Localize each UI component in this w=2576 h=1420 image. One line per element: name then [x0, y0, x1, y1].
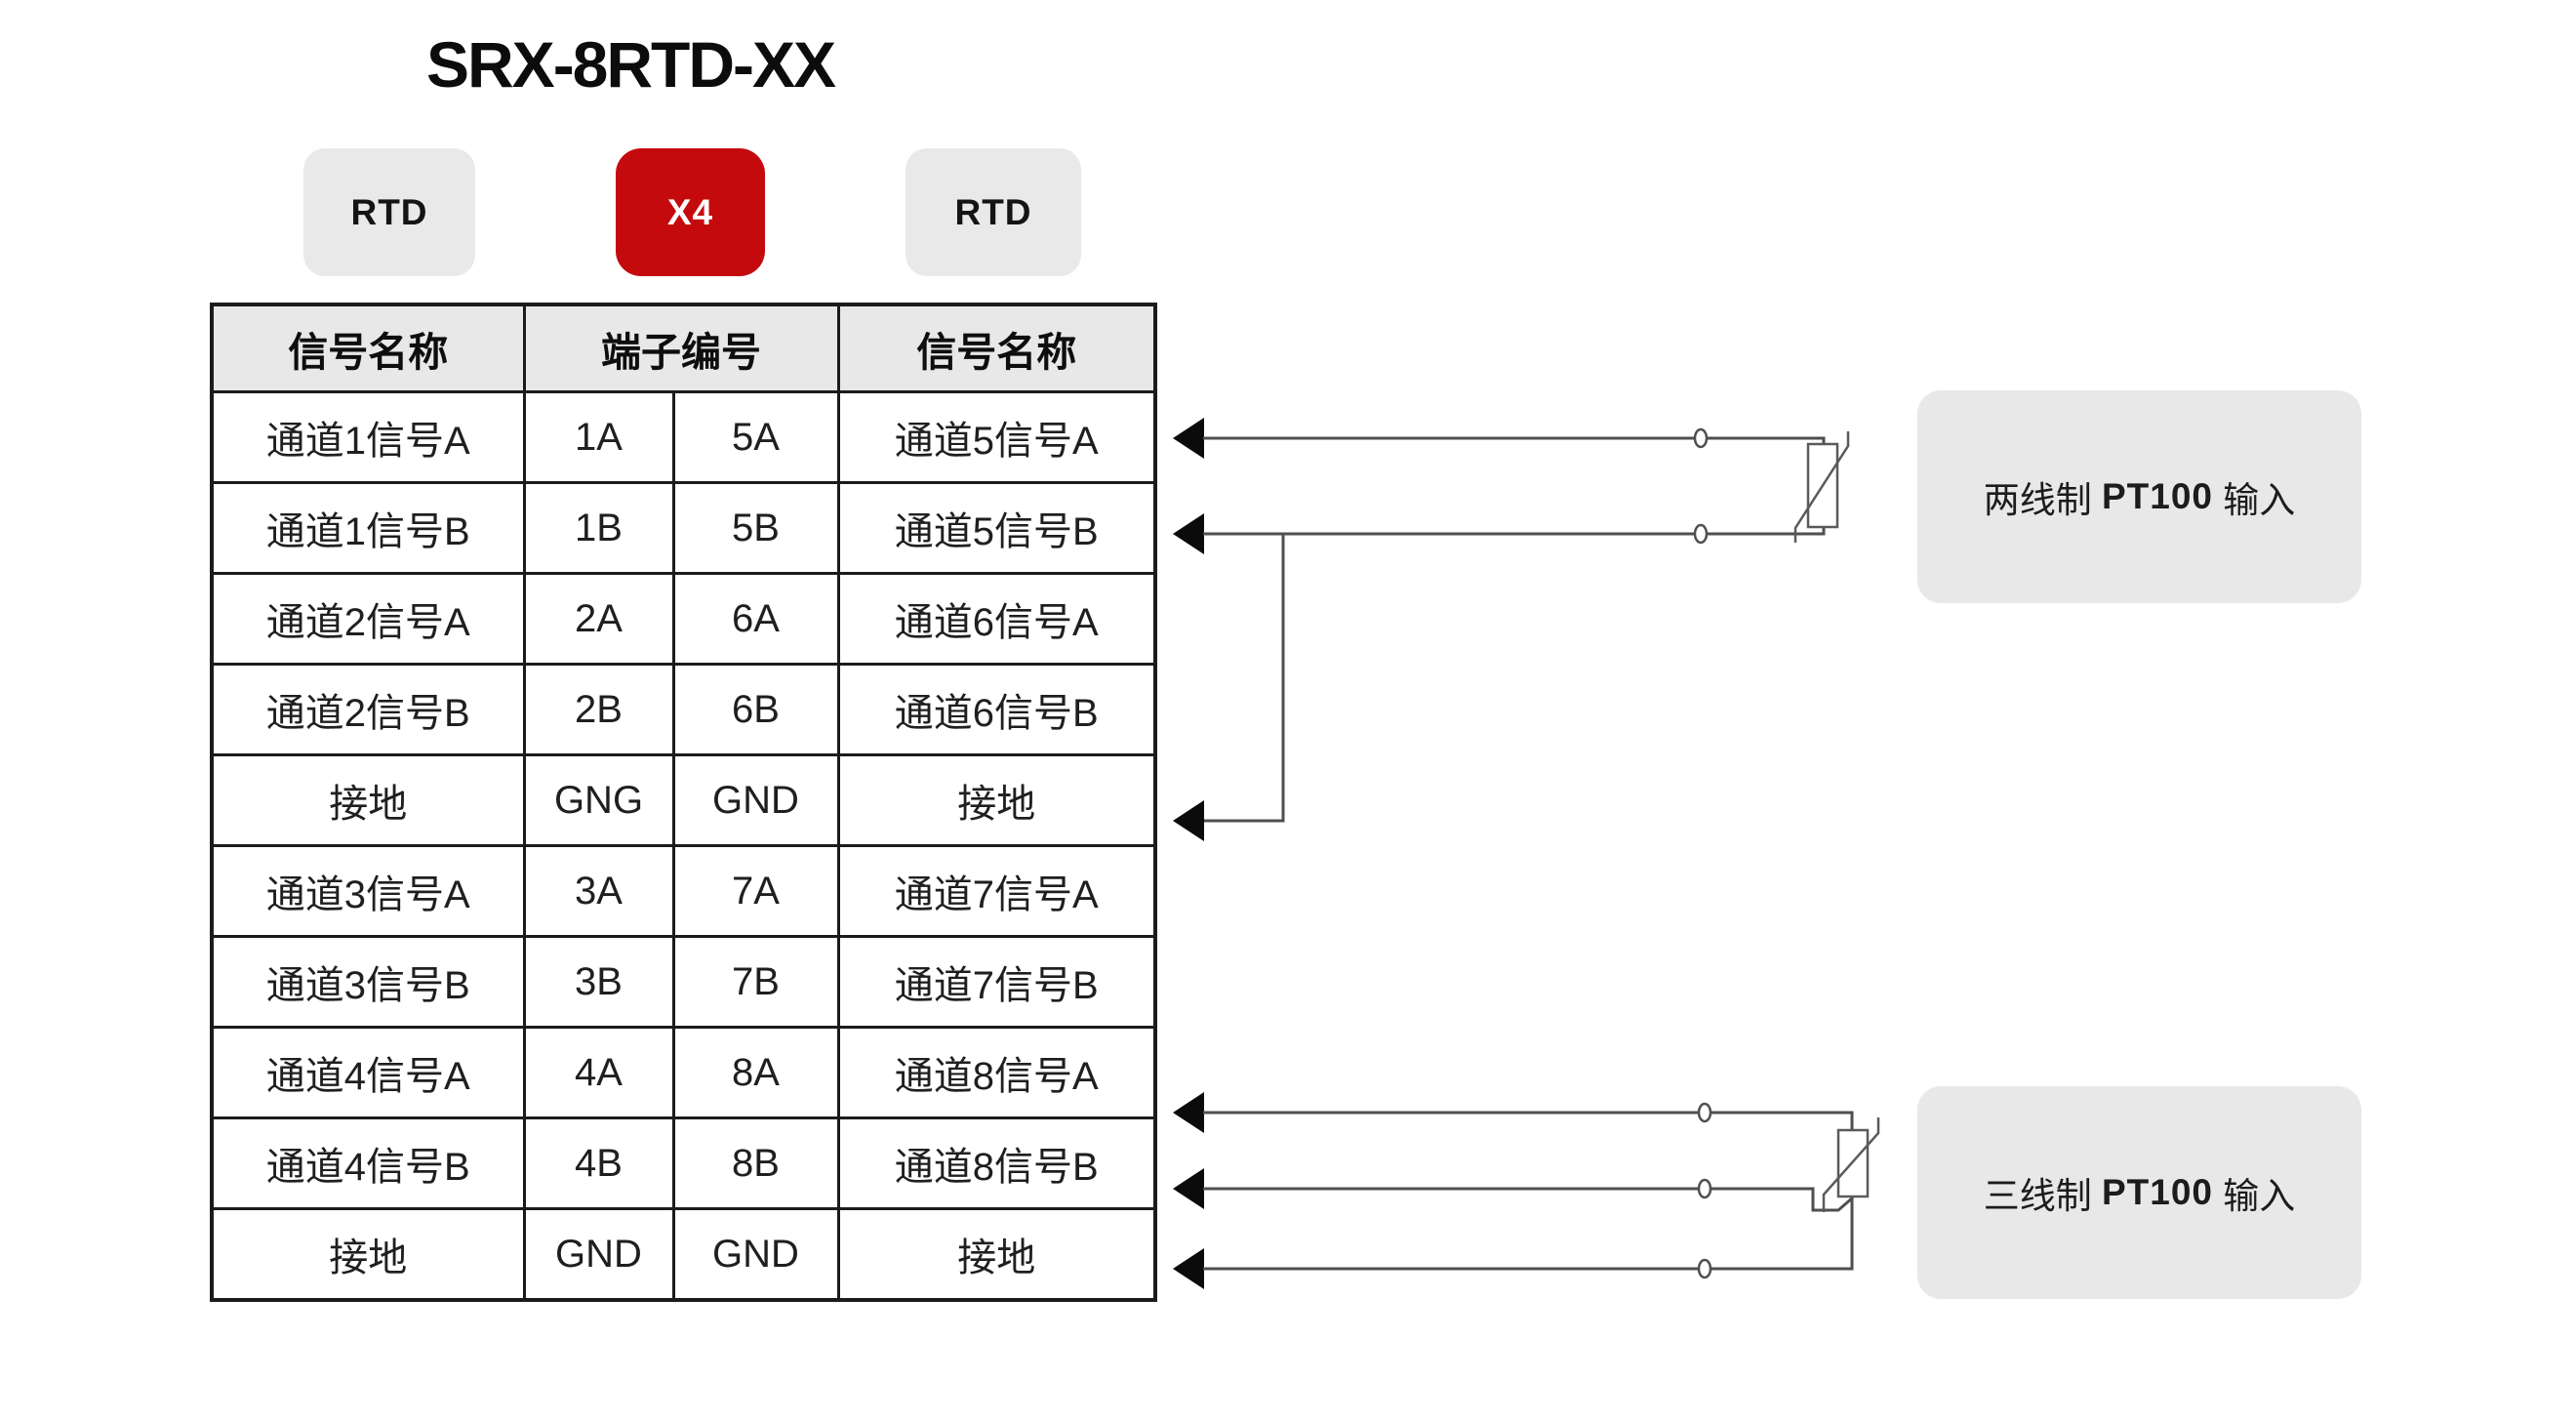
table-cell: 接地 — [836, 753, 1157, 847]
rtd-sensor-diagonal — [1793, 431, 1850, 543]
header-terminal-number: 端子编号 — [522, 303, 840, 393]
table-cell: 6A — [671, 572, 840, 666]
table-cell: 2A — [522, 572, 675, 666]
table-cell: 通道7信号B — [836, 935, 1157, 1029]
table-cell: 通道8信号B — [836, 1116, 1157, 1210]
table-cell: 通道1信号A — [210, 390, 526, 484]
table-cell: 通道4信号B — [210, 1116, 526, 1210]
wire-gnd — [1203, 1197, 1854, 1271]
table-cell: 7B — [671, 935, 840, 1029]
wire-8a — [1203, 1111, 1854, 1131]
table-cell: 通道3信号A — [210, 844, 526, 938]
arrow-left-icon — [1173, 1092, 1204, 1133]
table-cell: 4B — [522, 1116, 675, 1210]
junction-dot — [1697, 1258, 1712, 1279]
page-title: SRX-8RTD-XX — [426, 28, 836, 101]
badge-rtd-left: RTD — [303, 148, 475, 276]
table-cell: GND — [671, 1207, 840, 1302]
table-cell: 4A — [522, 1026, 675, 1119]
arrow-left-icon — [1173, 800, 1204, 841]
table-cell: 接地 — [210, 753, 526, 847]
table-cell: 通道2信号B — [210, 663, 526, 756]
table-cell: 5A — [671, 390, 840, 484]
rtd-sensor-diagonal — [1822, 1117, 1880, 1212]
table-cell: 2B — [522, 663, 675, 756]
junction-dot — [1693, 523, 1709, 545]
table-cell: GND — [522, 1207, 675, 1302]
table-cell: GND — [671, 753, 840, 847]
three-wire-circuit — [1173, 1092, 1880, 1289]
wire-5b — [1203, 526, 1826, 536]
note-text-bold: PT100 — [2101, 476, 2213, 516]
table-cell: 通道8信号A — [836, 1026, 1157, 1119]
table-cell: 通道1信号B — [210, 481, 526, 575]
note-text: 输入 — [2213, 480, 2296, 520]
table-cell: 通道3信号B — [210, 935, 526, 1029]
table-cell: 通道4信号A — [210, 1026, 526, 1119]
wire-5a — [1203, 436, 1826, 446]
table-cell: 3B — [522, 935, 675, 1029]
note-text-bold: PT100 — [2101, 1172, 2213, 1212]
table-cell: 通道6信号A — [836, 572, 1157, 666]
wire-gnd-tap — [1204, 534, 1285, 823]
table-cell: 3A — [522, 844, 675, 938]
note-text: 三线制 — [1983, 1176, 2102, 1216]
note-text: 输入 — [2213, 1176, 2296, 1216]
table-cell: 5B — [671, 481, 840, 575]
table-cell: 通道5信号A — [836, 390, 1157, 484]
junction-dot — [1697, 1102, 1712, 1123]
arrow-left-icon — [1173, 1248, 1204, 1289]
note-three-wire-pt100: 三线制 PT100 输入 — [1917, 1086, 2361, 1299]
table-cell: 6B — [671, 663, 840, 756]
arrow-left-icon — [1173, 418, 1204, 459]
arrow-left-icon — [1173, 1168, 1204, 1209]
junction-dot — [1693, 427, 1709, 449]
table-cell: 7A — [671, 844, 840, 938]
junction-dot — [1697, 1178, 1712, 1199]
table-cell: 通道7信号A — [836, 844, 1157, 938]
wire-8b — [1203, 1187, 1854, 1212]
table-cell: 通道6信号B — [836, 663, 1157, 756]
two-wire-circuit — [1173, 418, 1850, 841]
note-text: 两线制 — [1983, 480, 2102, 520]
table-cell: 接地 — [836, 1207, 1157, 1302]
note-two-wire-pt100: 两线制 PT100 输入 — [1917, 390, 2361, 603]
header-signal-right: 信号名称 — [836, 303, 1157, 393]
arrow-left-icon — [1173, 513, 1204, 554]
table-cell: 1A — [522, 390, 675, 484]
table-cell: 1B — [522, 481, 675, 575]
table-header-row: 信号名称 端子编号 信号名称 — [210, 303, 1157, 393]
table-cell: 8B — [671, 1116, 840, 1210]
badge-x4-count: X4 — [616, 148, 765, 276]
header-signal-left: 信号名称 — [210, 303, 526, 393]
table-cell: 通道2信号A — [210, 572, 526, 666]
table-cell: GNG — [522, 753, 675, 847]
table-cell: 接地 — [210, 1207, 526, 1302]
table-cell: 通道5信号B — [836, 481, 1157, 575]
badge-rtd-right: RTD — [906, 148, 1081, 276]
table-cell: 8A — [671, 1026, 840, 1119]
